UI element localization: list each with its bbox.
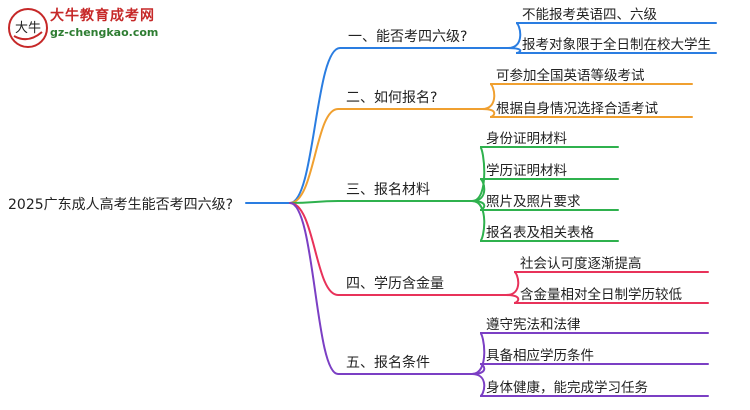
leaf-label: 可参加全国英语等级考试 (496, 68, 645, 84)
leaf-connector (505, 271, 709, 296)
leaf-connector (507, 22, 717, 49)
leaf-label: 学历证明材料 (486, 163, 567, 179)
leaf-connector (471, 146, 619, 202)
logo: 大牛 大牛教育成考网 gz-chengkao.com (6, 4, 176, 52)
leaf-connector (471, 332, 709, 375)
logo-url: gz-chengkao.com (50, 26, 159, 39)
leaf-label: 根据自身情况选择合适考试 (496, 101, 658, 117)
leaf-label: 不能报考英语四、六级 (522, 7, 657, 23)
logo-title: 大牛教育成考网 (50, 8, 155, 24)
branch-connector (289, 200, 473, 204)
leaf-connector (471, 363, 709, 375)
branch-connector (289, 108, 483, 204)
branch-label: 五、报名条件 (346, 355, 430, 371)
leaf-label: 报名表及相关表格 (486, 225, 594, 241)
leaf-connector (471, 373, 709, 397)
leaf-label: 具备相应学历条件 (486, 348, 594, 364)
branch-label: 四、学历含金量 (346, 276, 444, 292)
leaf-connector (481, 83, 693, 110)
leaf-connector (471, 178, 619, 202)
branch-connector (289, 47, 509, 204)
leaf-label: 照片及照片要求 (486, 194, 581, 210)
branch-connector (289, 202, 473, 375)
leaf-connector (471, 200, 619, 242)
leaf-connector (507, 47, 717, 54)
logo-mark-icon: 大牛 (8, 8, 48, 48)
leaf-label: 含金量相对全日制学历较低 (520, 287, 682, 303)
leaf-connector (481, 108, 693, 118)
branch-label: 三、报名材料 (346, 182, 430, 198)
leaf-label: 身体健康，能完成学习任务 (486, 380, 648, 396)
branch-connector (289, 202, 507, 296)
branch-label: 一、能否考四六级? (348, 29, 468, 45)
leaf-label: 遵守宪法和法律 (486, 317, 581, 333)
leaf-connector (505, 294, 709, 304)
leaf-label: 身份证明材料 (486, 131, 567, 147)
root-topic: 2025广东成人高考生能否考四六级? (8, 197, 234, 213)
branch-label: 二、如何报名? (346, 90, 438, 106)
leaf-label: 社会认可度逐渐提高 (520, 256, 642, 272)
svg-text:大牛: 大牛 (15, 21, 41, 36)
leaf-label: 报考对象限于全日制在校大学生 (522, 37, 711, 53)
